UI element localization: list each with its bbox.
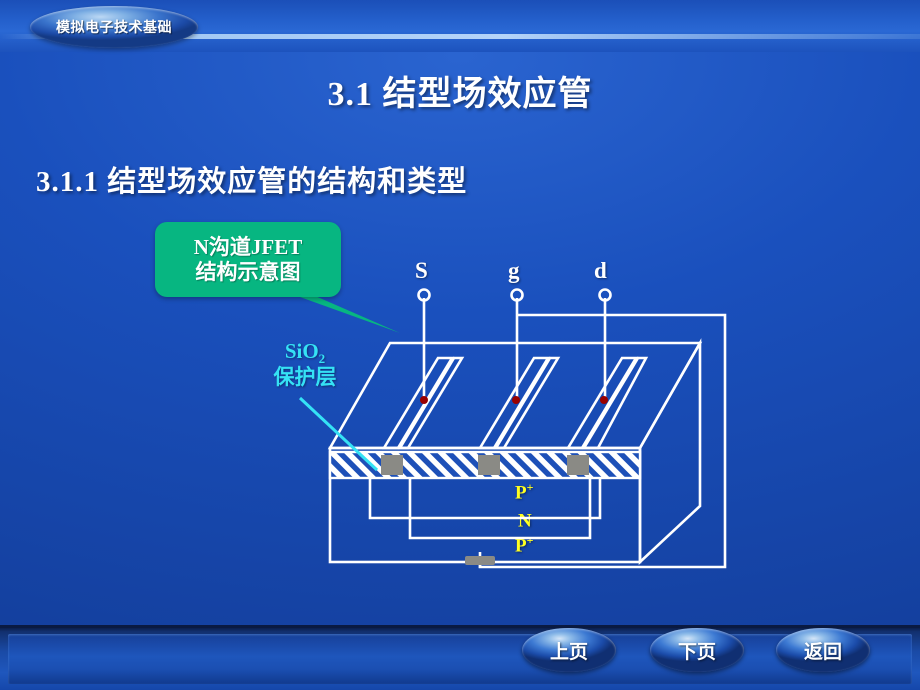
course-badge-label: 模拟电子技术基础 — [56, 20, 172, 36]
course-badge: 模拟电子技术基础 — [30, 6, 198, 48]
sio2-subscript: 2 — [318, 351, 326, 367]
region-label-p-plus-top: P+ — [515, 480, 534, 504]
terminal-label-source: S — [415, 258, 428, 283]
back-button[interactable]: 返回 — [776, 628, 870, 672]
sio2-label: SiO2 保护层 — [250, 339, 360, 390]
callout-box: N沟道JFET 结构示意图 — [155, 222, 341, 297]
region-label-p-plus-bottom: P+ — [515, 533, 534, 557]
header-divider-line — [0, 34, 920, 39]
terminal-label-gate: g — [508, 258, 520, 283]
prev-page-button[interactable]: 上页 — [522, 628, 616, 672]
prev-page-label: 上页 — [549, 640, 588, 663]
page-title: 3.1 结型场效应管 — [327, 76, 593, 113]
callout-line-1: N沟道JFET — [193, 235, 303, 260]
section-subtitle: 3.1.1 结型场效应管的结构和类型 — [36, 166, 468, 198]
sio2-formula: SiO — [284, 339, 319, 363]
slide-footer — [0, 625, 920, 690]
back-label: 返回 — [803, 640, 842, 663]
callout-line-2: 结构示意图 — [195, 259, 301, 284]
slide-header: 模拟电子技术基础 — [0, 0, 920, 52]
next-page-button[interactable]: 下页 — [650, 628, 744, 672]
next-page-label: 下页 — [677, 640, 716, 663]
footer-bar — [8, 634, 912, 684]
region-label-n: N — [518, 510, 532, 532]
sio2-layer-text: 保护层 — [273, 365, 337, 390]
terminal-label-drain: d — [594, 258, 607, 283]
